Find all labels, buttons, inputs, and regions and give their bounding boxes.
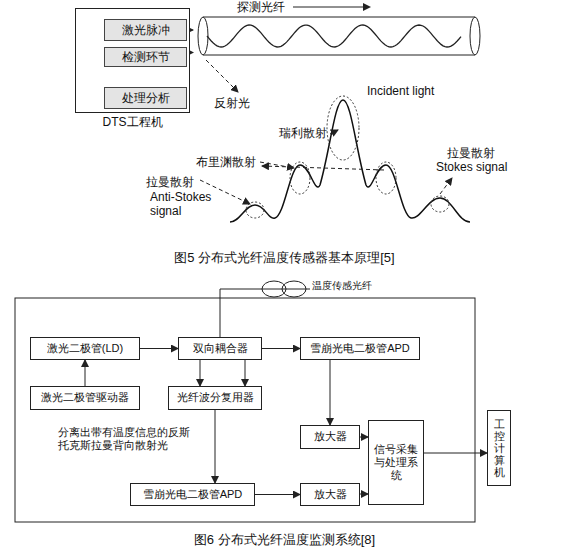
annotation: 拉曼散射 xyxy=(146,175,194,189)
computer-box: 工控计算机 xyxy=(487,410,511,486)
machine-box: DTS工程机激光脉冲检测环节处理分析 xyxy=(75,8,190,113)
process-box: 双向耦合器 xyxy=(178,337,262,360)
fiber-stroke xyxy=(363,3,371,11)
process-box: 信号采集与处理系统 xyxy=(368,420,424,505)
fiber-label: 探测光纤 xyxy=(237,0,285,14)
process-box: 激光二极管驱动器 xyxy=(30,386,140,410)
signal-arrow xyxy=(424,453,487,454)
fiber-stroke xyxy=(203,17,475,55)
signal-arrow xyxy=(200,360,201,386)
dotted-peaks xyxy=(246,96,449,218)
fiber-stroke xyxy=(470,17,480,55)
signal-arrow xyxy=(330,360,331,425)
node-text: 放大器 xyxy=(314,430,347,443)
annotation: Anti-Stokes signal xyxy=(150,190,224,219)
annotation: 瑞利散射 xyxy=(279,126,327,140)
process-box: 放大器 xyxy=(300,425,360,449)
annotation: 反射光 xyxy=(214,96,250,110)
signal-arrow xyxy=(360,494,368,495)
node-text: 检测环节 xyxy=(122,50,170,64)
fiber-stroke xyxy=(293,7,363,8)
process-box: 处理分析 xyxy=(104,87,187,109)
annotation: 温度传感光纤 xyxy=(312,280,372,292)
node-text: 激光脉冲 xyxy=(122,23,170,37)
node-text: 激光二极管(LD) xyxy=(47,342,123,355)
sensing-fiber-loop xyxy=(220,281,310,337)
process-box: 激光脉冲 xyxy=(104,19,187,41)
signal-arrow xyxy=(360,437,368,438)
signal-arrow xyxy=(262,348,300,349)
annotation: 拉曼散射 xyxy=(447,146,495,160)
process-box: 光纤波分复用器 xyxy=(168,386,262,410)
annotation: 分离出带有温度信息的反斯托克斯拉曼背向散射光 xyxy=(58,426,196,452)
annotation: Incident light xyxy=(367,84,434,98)
spectrum-curve xyxy=(230,100,470,222)
system-housing xyxy=(15,298,475,522)
signal-arrow xyxy=(140,348,178,349)
fiber-drawing xyxy=(193,0,482,58)
signal-arrow xyxy=(255,494,300,495)
machine-heading: DTS工程机 xyxy=(76,115,189,129)
process-box: 放大器 xyxy=(300,483,360,506)
fiber-stroke xyxy=(198,17,208,55)
node-text: 雪崩光电二极管APD xyxy=(143,488,243,501)
leader-arrows xyxy=(200,60,452,204)
node-text: 工控计算机 xyxy=(494,418,505,478)
figure-caption: 图6 分布式光纤温度监测系统[8] xyxy=(0,532,569,548)
process-box: 激光二极管(LD) xyxy=(30,337,140,360)
node-text: 激光二极管驱动器 xyxy=(41,391,129,404)
signal-arrow xyxy=(85,360,86,386)
fiber-stroke xyxy=(207,25,461,47)
figure-caption: 图5 分布式光纤温度传感器基本原理[5] xyxy=(0,250,569,266)
signal-arrow xyxy=(215,410,216,483)
process-box: 检测环节 xyxy=(104,47,187,67)
node-text: 双向耦合器 xyxy=(193,342,248,355)
process-box: 雪崩光电二极管APD xyxy=(300,337,420,360)
node-text: 光纤波分复用器 xyxy=(177,391,254,404)
node-text: 处理分析 xyxy=(122,91,170,105)
signal-arrow xyxy=(245,360,246,386)
node-text: 放大器 xyxy=(314,488,347,501)
fiber-tube: 探测光纤 xyxy=(193,0,482,58)
process-box: 雪崩光电二极管APD xyxy=(130,483,255,506)
annotation: 布里渊散射 xyxy=(196,155,256,169)
node-text: 信号采集与处理系统 xyxy=(372,443,420,483)
node-text: 雪崩光电二极管APD xyxy=(310,342,410,355)
annotation: Stokes signal xyxy=(436,160,507,174)
